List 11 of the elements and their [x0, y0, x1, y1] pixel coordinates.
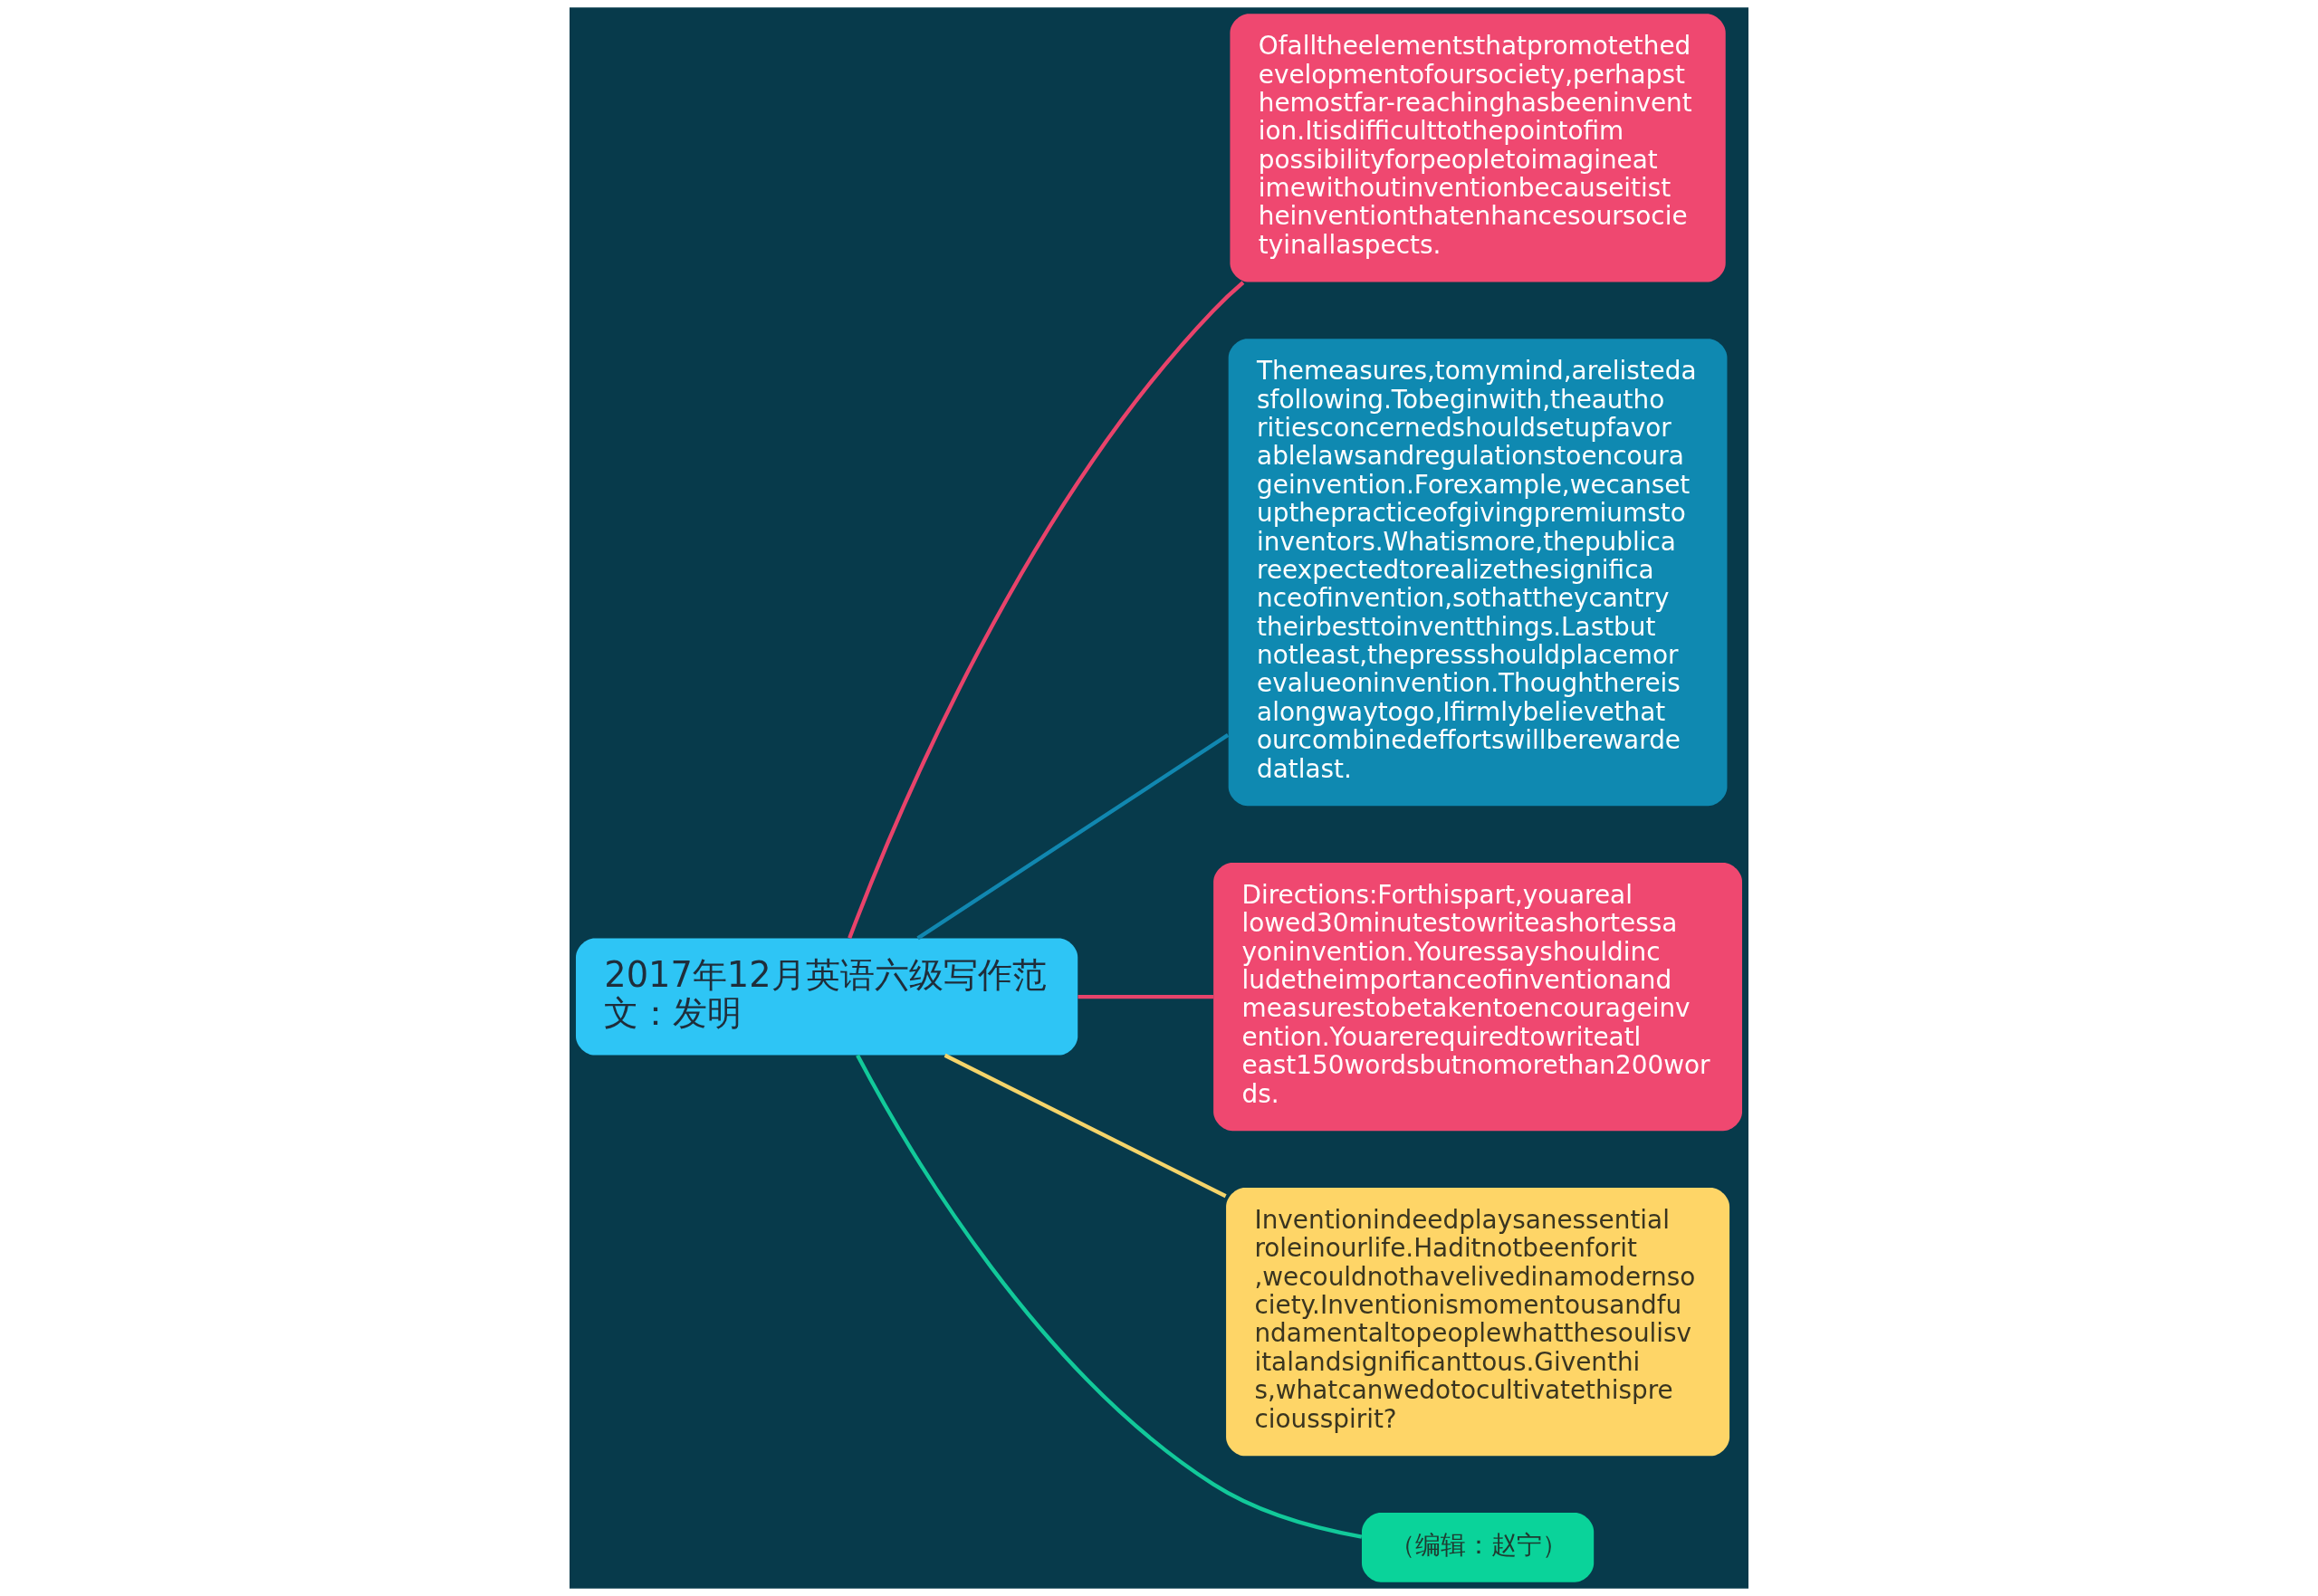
node-box: Ofalltheelementsthatpromotethedevelopmentofoursociety,perhapsthemostfar-reachinghasbeeninvention.Itisdifficulttothepointofimpossibilityforpeopletoimagineatimewithoutinventionbecauseitistheinventionthatenhancesoursocietyinallaspects. [1230, 14, 1726, 282]
connector [1078, 994, 1214, 999]
connector [856, 1054, 1363, 1539]
connector [943, 1053, 1227, 1199]
node-box: （编辑：赵宁） [1361, 1513, 1595, 1582]
connector [848, 281, 1245, 940]
node-box: 2017年12月英语六级写作范文：发明 [575, 938, 1078, 1056]
node-box: Themeasures,tomymind,arelistedasfollowing.Tobeginwith,theauthoritiesconcernedshouldsetupfavorablelawsandregulationstoencourageinvention.Forexample,wecansetupthepracticeofgivingpremiumstoinventors.Whatismore,thepublicareexpectedtorealizethesignificanceofinvention,sothattheycantrytheirbesttoinventthings.Lastbutnotleast,thepressshouldplacemorevalueoninvention.Thoughthereisalongwaytogo,Ifirmlybelievethatourcombinedeffortswillberewardedatlast. [1228, 339, 1728, 807]
node-box: Directions:Forthispart,youareallowed30minutestowriteashortessayoninvention.Youressayshouldincludetheimportanceofinventionandmeasurestobetakentoencourageinvention.Youarerequiredtowriteatleast150wordsbutnomorethan200words. [1213, 862, 1743, 1132]
node-box: Inventionindeedplaysanessentialroleinourlife.Haditnotbeenforit,wecouldnothavelivedinamodernsociety.Inventionismomentousandfundamentaltopeoplewhatthesoulisvitalandsignificanttous.Giventhis,whatcanwedotocultivatethispreciousspirit? [1226, 1188, 1730, 1457]
connector [916, 733, 1230, 941]
